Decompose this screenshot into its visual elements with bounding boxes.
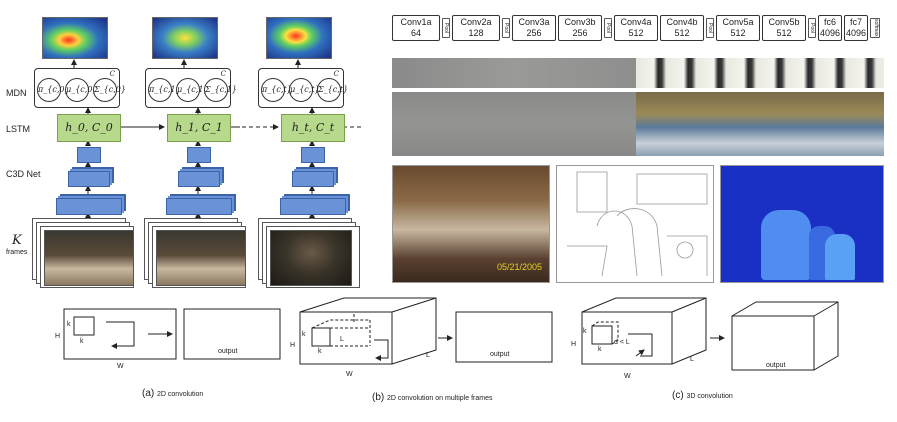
- c3d-row-label: C3D Net: [6, 169, 41, 179]
- lstm-row-label: LSTM: [6, 124, 31, 134]
- height-c: H: [571, 341, 577, 348]
- mdn-c-label: C: [109, 70, 115, 78]
- kernel-k-b2: k: [318, 348, 322, 355]
- kernel-k-c1: k: [583, 328, 587, 335]
- mdn-sigma-0: Σ_{c,0}: [93, 78, 126, 102]
- mdn-sigma-2: Σ_{c,t}: [317, 78, 348, 102]
- pool-4: Pool: [706, 18, 714, 38]
- feature-strip-1-right: [636, 58, 884, 88]
- depth-l-b: L: [340, 336, 344, 343]
- pool-5: Pool: [808, 18, 816, 38]
- output-a: [183, 308, 281, 360]
- width-a: W: [117, 363, 124, 370]
- edge-sketch: [567, 171, 708, 277]
- height-a: H: [55, 333, 61, 340]
- depth-map: [720, 165, 884, 283]
- mdn-box-2: C π_{c,t} μ_{c,t} Σ_{c,t}: [258, 68, 348, 108]
- convolution-schematics: [63, 297, 839, 371]
- caption-text-b: 2D convolution on multiple frames: [387, 395, 493, 402]
- height-b: H: [290, 342, 296, 349]
- caption-letter-a: (a): [142, 388, 155, 399]
- mdn-pi-1: π_{c,1}: [148, 78, 181, 102]
- lstm-cell-0: h_0, C_0: [57, 114, 121, 142]
- kernel-k-c2: k: [598, 346, 602, 353]
- mdn-sigma-1: Σ_{c,1}: [204, 78, 237, 102]
- output-label-a: output: [218, 348, 238, 355]
- feature-strip-2-right: [636, 92, 884, 156]
- depth-d-c: d < L: [614, 339, 630, 346]
- saliency-heatmap-0: [42, 17, 108, 59]
- mdn-box-0: C π_{c,0} μ_{c,0} Σ_{c,0}: [34, 68, 126, 108]
- photo-timestamp: 05/21/2005: [497, 262, 543, 272]
- mdn-c-label: C: [333, 70, 339, 78]
- mdn-box-1: C π_{c,1} μ_{c,1} Σ_{c,1}: [145, 68, 237, 108]
- feature-strip-1-left: [392, 58, 636, 88]
- mdn-c-label: C: [220, 70, 226, 78]
- kernel-k-a2: k: [80, 338, 84, 345]
- caption-text-a: 2D convolution: [157, 391, 204, 398]
- output-b: [455, 311, 553, 363]
- depth-l-c: L: [690, 356, 694, 363]
- output-label-b: output: [490, 351, 510, 358]
- mdn-pi-2: π_{c,t}: [261, 78, 292, 102]
- width-b: W: [346, 371, 353, 378]
- mdn-mu-2: μ_{c,t}: [289, 78, 320, 102]
- caption-a: (a) 2D convolution: [142, 388, 203, 399]
- frames-label: frames: [6, 249, 28, 256]
- pool-1: Pool: [442, 18, 450, 38]
- kernel-a: [73, 316, 95, 336]
- scene-photo: 05/21/2005: [392, 165, 550, 283]
- kernel-c: [591, 325, 613, 345]
- output-c: [731, 301, 839, 371]
- pool-2: Pool: [502, 18, 510, 38]
- saliency-heatmap-1: [152, 17, 218, 59]
- caption-b: (b) 2D convolution on multiple frames: [372, 392, 492, 403]
- saliency-heatmap-2: [266, 17, 332, 59]
- softmax-layer: softmax: [870, 18, 880, 38]
- caption-letter-b: (b): [372, 392, 385, 403]
- mdn-mu-1: μ_{c,1}: [176, 78, 209, 102]
- mdn-row-label: MDN: [6, 88, 27, 98]
- mdn-pi-0: π_{c,0}: [37, 78, 70, 102]
- mdn-mu-0: μ_{c,0}: [65, 78, 98, 102]
- input-2d-a: [63, 308, 177, 360]
- input-3d-c: [581, 297, 707, 365]
- input-3d-b: [299, 297, 437, 365]
- k-label: K: [12, 233, 22, 248]
- caption-c: (c) 3D convolution: [672, 390, 733, 401]
- width-c: W: [624, 373, 631, 380]
- caption-letter-c: (c): [672, 390, 684, 401]
- output-label-c: output: [766, 362, 786, 369]
- kernel-b: [311, 327, 331, 347]
- lstm-cell-2: h_t, C_t: [281, 114, 345, 142]
- caption-text-c: 3D convolution: [686, 393, 733, 400]
- feature-strip-2-left: [392, 92, 636, 156]
- pool-3: Pool: [604, 18, 612, 38]
- edge-map: [556, 165, 714, 283]
- lstm-cell-1: h_1, C_1: [167, 114, 231, 142]
- kernel-k-a1: k: [67, 321, 71, 328]
- depth-l-b2: L: [426, 352, 430, 359]
- kernel-k-b1: k: [302, 331, 306, 338]
